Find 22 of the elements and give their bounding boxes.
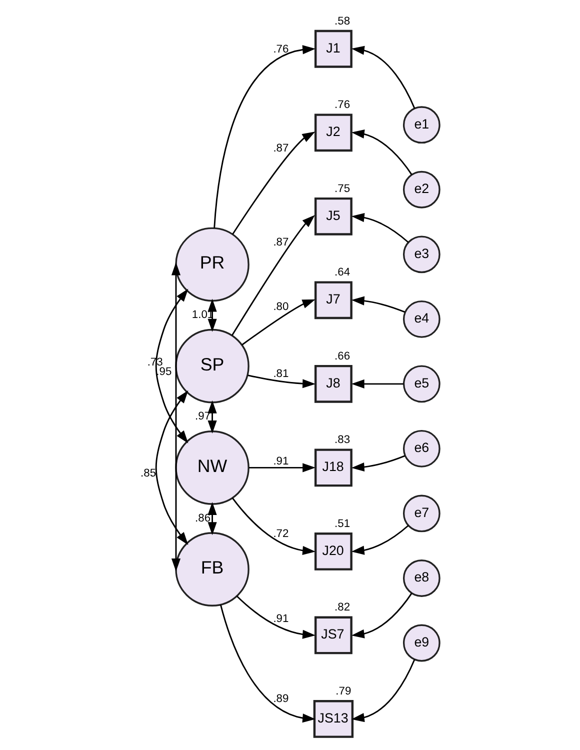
edge-label: .87 <box>273 236 289 248</box>
node-label: .79 <box>336 685 352 698</box>
node-label: .75 <box>334 182 350 195</box>
edge-label: .86 <box>195 512 211 524</box>
node-label: .58 <box>334 15 350 28</box>
edge-label: .76 <box>273 43 289 56</box>
edge-label: .91 <box>273 455 289 468</box>
node-label: .66 <box>334 350 350 362</box>
edge-label: .97 <box>195 410 211 423</box>
edge-label: .89 <box>273 693 289 706</box>
node-label: .76 <box>334 99 350 112</box>
edge-label: .72 <box>273 528 289 540</box>
edge-label: .85 <box>140 468 156 480</box>
node-label: .82 <box>334 602 350 614</box>
edge-label: .80 <box>273 301 289 314</box>
edge-label: .81 <box>273 368 289 380</box>
edge-label: .91 <box>273 612 289 625</box>
edge-label: .87 <box>273 142 289 155</box>
edge-label: .95 <box>156 366 172 378</box>
node-label: .83 <box>334 434 350 446</box>
node-label: .64 <box>334 266 350 279</box>
node-label: .51 <box>334 518 350 530</box>
